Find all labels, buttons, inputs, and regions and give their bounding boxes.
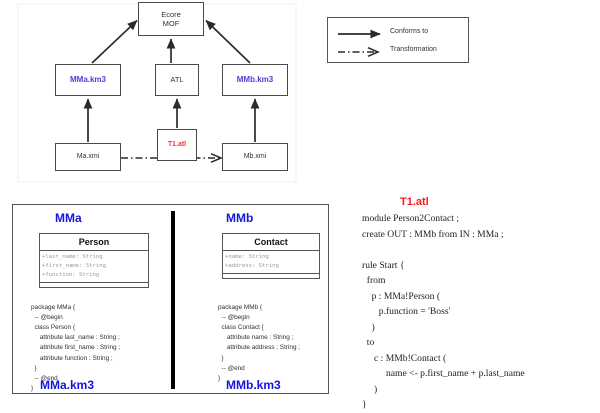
box-ma-xmi-label: Ma.xmi [76,152,100,160]
uml-attribute: +last_name: String [42,254,103,260]
box-mb-xmi-label: Mb.xmi [243,152,267,160]
uml-attribute: +function: String [42,272,100,279]
uml-class-contact-attributes: +name: String +address: String [223,251,319,275]
atl-source-block: T1.atl module Person2Contact ; create OU… [362,196,598,413]
dash-dot-arrow-icon [338,46,396,58]
panel-half-mmb: MMb Contact +name: String +address: Stri… [174,205,330,393]
box-atl-label: ATL [170,75,184,85]
mma-km3-footer: MMa.km3 [40,378,95,392]
uml-class-contact: Contact +name: String +address: String [222,233,320,280]
box-ma-xmi: Ma.xmi [55,143,121,171]
legend-label-conforms-to: Conforms to [390,28,429,35]
metamodel-panel: MMa Person +last_name: String +first_nam… [12,204,329,394]
panel-half-mma: MMa Person +last_name: String +first_nam… [13,205,171,393]
box-mmb-km3: MMb.km3 [222,64,288,96]
uml-attribute: +name: String [225,254,269,260]
atl-source-title: T1.atl [400,196,429,208]
atl-source-code: module Person2Contact ; create OUT : MMb… [362,213,525,411]
uml-attribute: +first_name: String [42,263,106,270]
box-t1-atl: T1.atl [157,129,197,161]
legend-item-conforms-to: Conforms to [328,28,468,40]
solid-arrow-icon [338,29,381,39]
uml-class-person: Person +last_name: String +first_name: S… [39,233,149,289]
legend-item-transformation: Transformation [328,46,468,58]
box-mb-xmi: Mb.xmi [222,143,288,171]
uml-class-contact-operations [223,274,319,278]
uml-class-contact-name: Contact [223,234,319,251]
km3-code-mmb: package MMb { -- @begin class Contact { … [218,304,301,382]
legend-box: Conforms to Transformation [327,17,469,63]
uml-class-person-name: Person [40,234,148,251]
uml-class-person-attributes: +last_name: String +first_name: String +… [40,251,148,284]
mma-title: MMa [55,211,82,225]
uml-class-person-operations [40,283,148,287]
panel-divider [171,211,175,389]
box-mma-km3-label: MMa.km3 [69,75,106,84]
mmb-km3-footer: MMb.km3 [226,378,281,392]
mmb-title: MMb [226,211,254,225]
box-mmb-km3-label: MMb.km3 [236,75,274,84]
legend-label-transformation: Transformation [390,46,437,53]
box-mma-km3: MMa.km3 [55,64,121,96]
box-ecore-mof-label: Ecore MOF [161,9,181,28]
uml-attribute: +address: String [225,263,279,270]
box-ecore-mof: Ecore MOF [138,2,204,36]
box-atl: ATL [155,64,199,96]
box-t1-atl-label: T1.atl [167,140,187,148]
km3-code-mma: package MMa { -- @begin class Person { a… [31,304,121,392]
